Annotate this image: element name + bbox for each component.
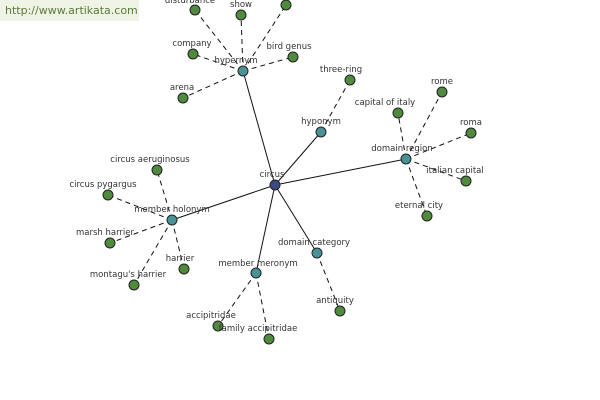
leaf-disturbance-node[interactable] bbox=[189, 4, 201, 16]
leaf-bird-genus-label[interactable]: bird genus bbox=[266, 42, 312, 52]
relation-hyponym-label[interactable]: hyponym bbox=[301, 117, 341, 127]
leaf-family-accipitridae-node[interactable] bbox=[263, 333, 275, 345]
edge-circus-hyponym bbox=[274, 131, 322, 186]
leaf-eternal-city-label[interactable]: eternal city bbox=[395, 201, 443, 211]
relation-domain-region-label[interactable]: domain region bbox=[371, 144, 432, 154]
center-circus-node[interactable] bbox=[269, 179, 281, 191]
leaf-company-label[interactable]: company bbox=[172, 39, 211, 49]
edge-hyponym-leaf-6 bbox=[320, 79, 351, 133]
edge-domain-region-leaf-9 bbox=[405, 132, 472, 160]
relation-member-meronym-node[interactable] bbox=[250, 267, 262, 279]
edge-member-meronym-leaf-17 bbox=[217, 272, 257, 327]
edge-domain-category-leaf-19 bbox=[316, 252, 341, 312]
edge-circus-domain-category bbox=[274, 184, 318, 254]
leaf-accipitridae-node[interactable] bbox=[212, 320, 224, 332]
leaf-montagu-s-harrier-node[interactable] bbox=[128, 279, 140, 291]
leaf-show-label[interactable]: show bbox=[230, 0, 252, 10]
leaf-circus-pygargus-label[interactable]: circus pygargus bbox=[69, 180, 137, 190]
edge-member-holonym-leaf-14 bbox=[109, 219, 173, 244]
leaf-unlabeled-2-node[interactable] bbox=[280, 0, 292, 11]
leaf-italian-capital-label[interactable]: italian capital bbox=[426, 166, 483, 176]
edge-domain-region-leaf-7 bbox=[405, 91, 443, 160]
leaf-roma-label[interactable]: roma bbox=[460, 118, 482, 128]
leaf-roma-node[interactable] bbox=[465, 127, 477, 139]
leaf-three-ring-node[interactable] bbox=[344, 74, 356, 86]
site-url-watermark[interactable]: http://www.artikata.com bbox=[0, 0, 139, 21]
relation-hyponym-node[interactable] bbox=[315, 126, 327, 138]
edge-circus-member-holonym bbox=[171, 184, 276, 221]
leaf-marsh-harrier-label[interactable]: marsh harrier bbox=[76, 228, 135, 238]
leaf-harrier-label[interactable]: harrier bbox=[166, 254, 195, 264]
leaf-company-node[interactable] bbox=[187, 48, 199, 60]
edge-circus-hypernym bbox=[242, 70, 276, 186]
leaf-antiquity-node[interactable] bbox=[334, 305, 346, 317]
leaf-capital-of-italy-label[interactable]: capital of italy bbox=[355, 98, 415, 108]
graph-nodes: disturbance show company bird genus arena thr… bbox=[69, 0, 484, 345]
leaf-italian-capital-node[interactable] bbox=[460, 175, 472, 187]
edge-member-holonym-leaf-13 bbox=[107, 194, 173, 221]
leaf-circus-aeruginosus-node[interactable] bbox=[151, 164, 163, 176]
leaf-arena-label[interactable]: arena bbox=[170, 83, 194, 93]
relation-domain-region-node[interactable] bbox=[400, 153, 412, 165]
edge-hypernym-leaf-1 bbox=[240, 14, 244, 72]
edge-domain-region-leaf-10 bbox=[405, 158, 467, 182]
leaf-show-node[interactable] bbox=[235, 9, 247, 21]
leaf-three-ring-label[interactable]: three-ring bbox=[320, 65, 362, 75]
leaf-arena-node[interactable] bbox=[177, 92, 189, 104]
edge-member-meronym-leaf-18 bbox=[255, 272, 270, 340]
edge-circus-member-meronym bbox=[255, 184, 276, 274]
relation-hypernym-label[interactable]: hypernym bbox=[214, 56, 257, 66]
leaf-circus-aeruginosus-label[interactable]: circus aeruginosus bbox=[110, 155, 190, 165]
relation-domain-category-label[interactable]: domain category bbox=[278, 238, 350, 248]
graph-edges bbox=[107, 4, 472, 340]
leaf-rome-node[interactable] bbox=[436, 86, 448, 98]
leaf-rome-label[interactable]: rome bbox=[431, 77, 453, 87]
leaf-family-accipitridae-label[interactable]: family accipitridae bbox=[219, 324, 298, 334]
leaf-circus-pygargus-node[interactable] bbox=[102, 189, 114, 201]
leaf-accipitridae-label[interactable]: accipitridae bbox=[186, 311, 236, 321]
leaf-harrier-node[interactable] bbox=[178, 263, 190, 275]
edge-domain-region-leaf-8 bbox=[397, 112, 407, 160]
edge-member-holonym-leaf-16 bbox=[133, 219, 173, 286]
relation-member-meronym-label[interactable]: member meronym bbox=[218, 259, 297, 269]
relation-member-holonym-label[interactable]: member holonym bbox=[134, 205, 209, 215]
leaf-eternal-city-node[interactable] bbox=[421, 210, 433, 222]
relation-domain-category-node[interactable] bbox=[311, 247, 323, 259]
center-circus-label[interactable]: circus bbox=[260, 170, 285, 180]
edge-hypernym-leaf-2 bbox=[242, 4, 287, 72]
leaf-marsh-harrier-node[interactable] bbox=[104, 237, 116, 249]
leaf-capital-of-italy-node[interactable] bbox=[392, 107, 404, 119]
relation-hypernym-node[interactable] bbox=[237, 65, 249, 77]
edge-hypernym-leaf-0 bbox=[194, 9, 244, 72]
leaf-bird-genus-node[interactable] bbox=[287, 51, 299, 63]
leaf-antiquity-label[interactable]: antiquity bbox=[316, 296, 354, 306]
edge-domain-region-leaf-11 bbox=[405, 158, 428, 217]
relation-member-holonym-node[interactable] bbox=[166, 214, 178, 226]
leaf-montagu-s-harrier-label[interactable]: montagu's harrier bbox=[90, 270, 167, 280]
leaf-disturbance-label[interactable]: disturbance bbox=[165, 0, 215, 6]
edge-circus-domain-region bbox=[274, 158, 407, 186]
edge-hypernym-leaf-5 bbox=[182, 70, 244, 99]
